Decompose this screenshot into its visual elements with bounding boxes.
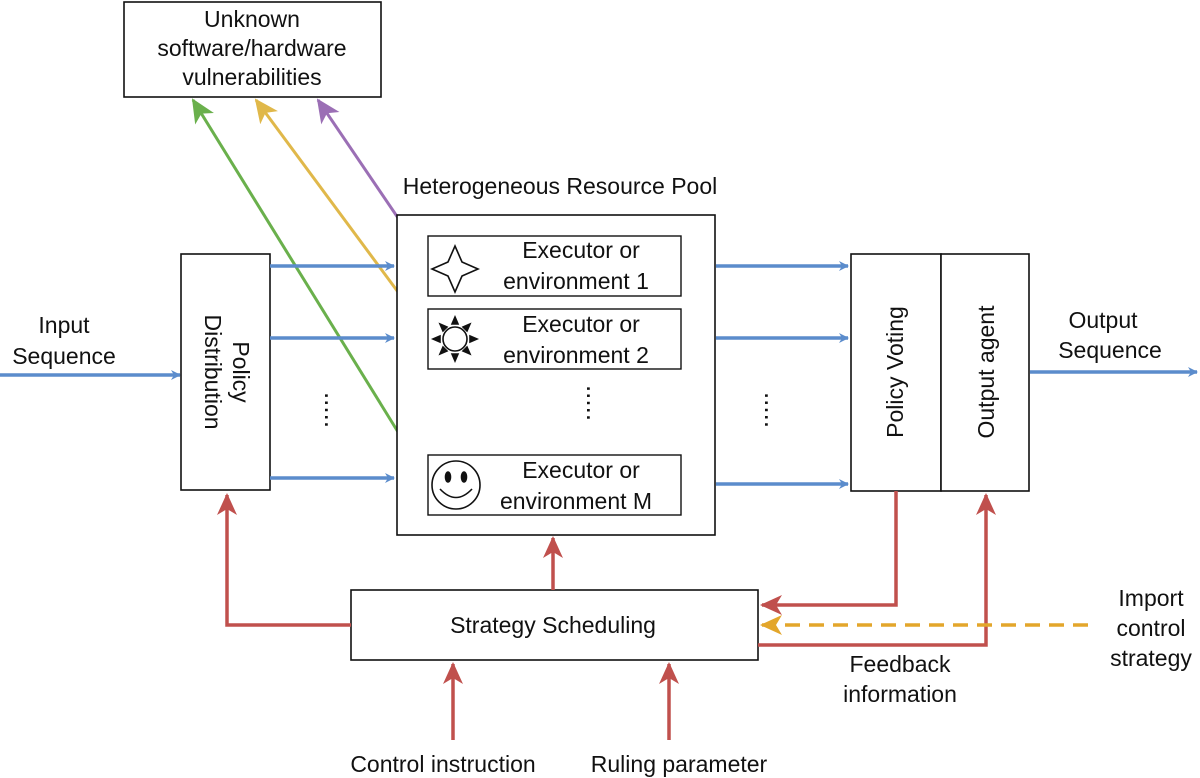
feedback-line2: information [843,681,957,707]
executor-2: Executor or environment 2 [427,308,682,370]
feedback-line1: Feedback [849,651,951,677]
policy-distribution-line2: Distribution [200,314,226,429]
voting-feedback-arrow [760,491,898,615]
vulnerabilities-box: Unknown software/hardware vulnerabilitie… [123,1,382,98]
executor-m: Executor or environment M [427,454,682,516]
executor-2-line1: Executor or [522,311,640,337]
executor-1: Executor or environment 1 [427,235,682,297]
ruling-parameter-label: Ruling parameter [591,751,768,777]
executor-1-line1: Executor or [522,237,640,263]
output-label-line1: Output [1068,307,1138,333]
vulnerabilities-line2: software/hardware [157,35,346,61]
policy-distribution-box [180,253,271,491]
executor-m-line1: Executor or [522,457,640,483]
import-control-line3: strategy [1110,645,1192,671]
smiley-icon [431,460,481,510]
policy-voting-label: Policy Voting [882,306,908,438]
policy-distribution-line1: Policy [228,341,254,403]
sun-icon [430,314,480,364]
input-label-line2: Sequence [12,343,116,369]
scheduling-to-distribution-arrow [217,493,351,627]
control-instruction-label: Control instruction [350,751,535,777]
vulnerabilities-line3: vulnerabilities [182,64,321,90]
import-control-line1: Import [1118,585,1184,611]
output-label-line2: Sequence [1058,337,1162,363]
output-agent-label: Output agent [973,305,999,439]
executor-2-line2: environment 2 [503,342,649,368]
strategy-scheduling-label: Strategy Scheduling [450,612,656,638]
strategy-scheduling-box [350,589,759,661]
pool-ellipsis: ..... [581,385,611,421]
input-label-line1: Input [38,312,90,338]
executor-m-line2: environment M [500,488,652,514]
vulnerabilities-line1: Unknown [204,6,300,32]
green-exploit-arrow [191,98,434,488]
executor-1-line2: environment 1 [503,268,649,294]
pool-title: Heterogeneous Resource Pool [403,173,718,199]
vote-ellipsis: ..... [759,392,789,428]
star-icon [430,244,480,294]
scheduling-to-output-agent-arrow [758,493,996,647]
dist-ellipsis: ..... [319,392,349,428]
import-control-line2: control [1116,615,1185,641]
output-agent-box [940,253,1030,492]
